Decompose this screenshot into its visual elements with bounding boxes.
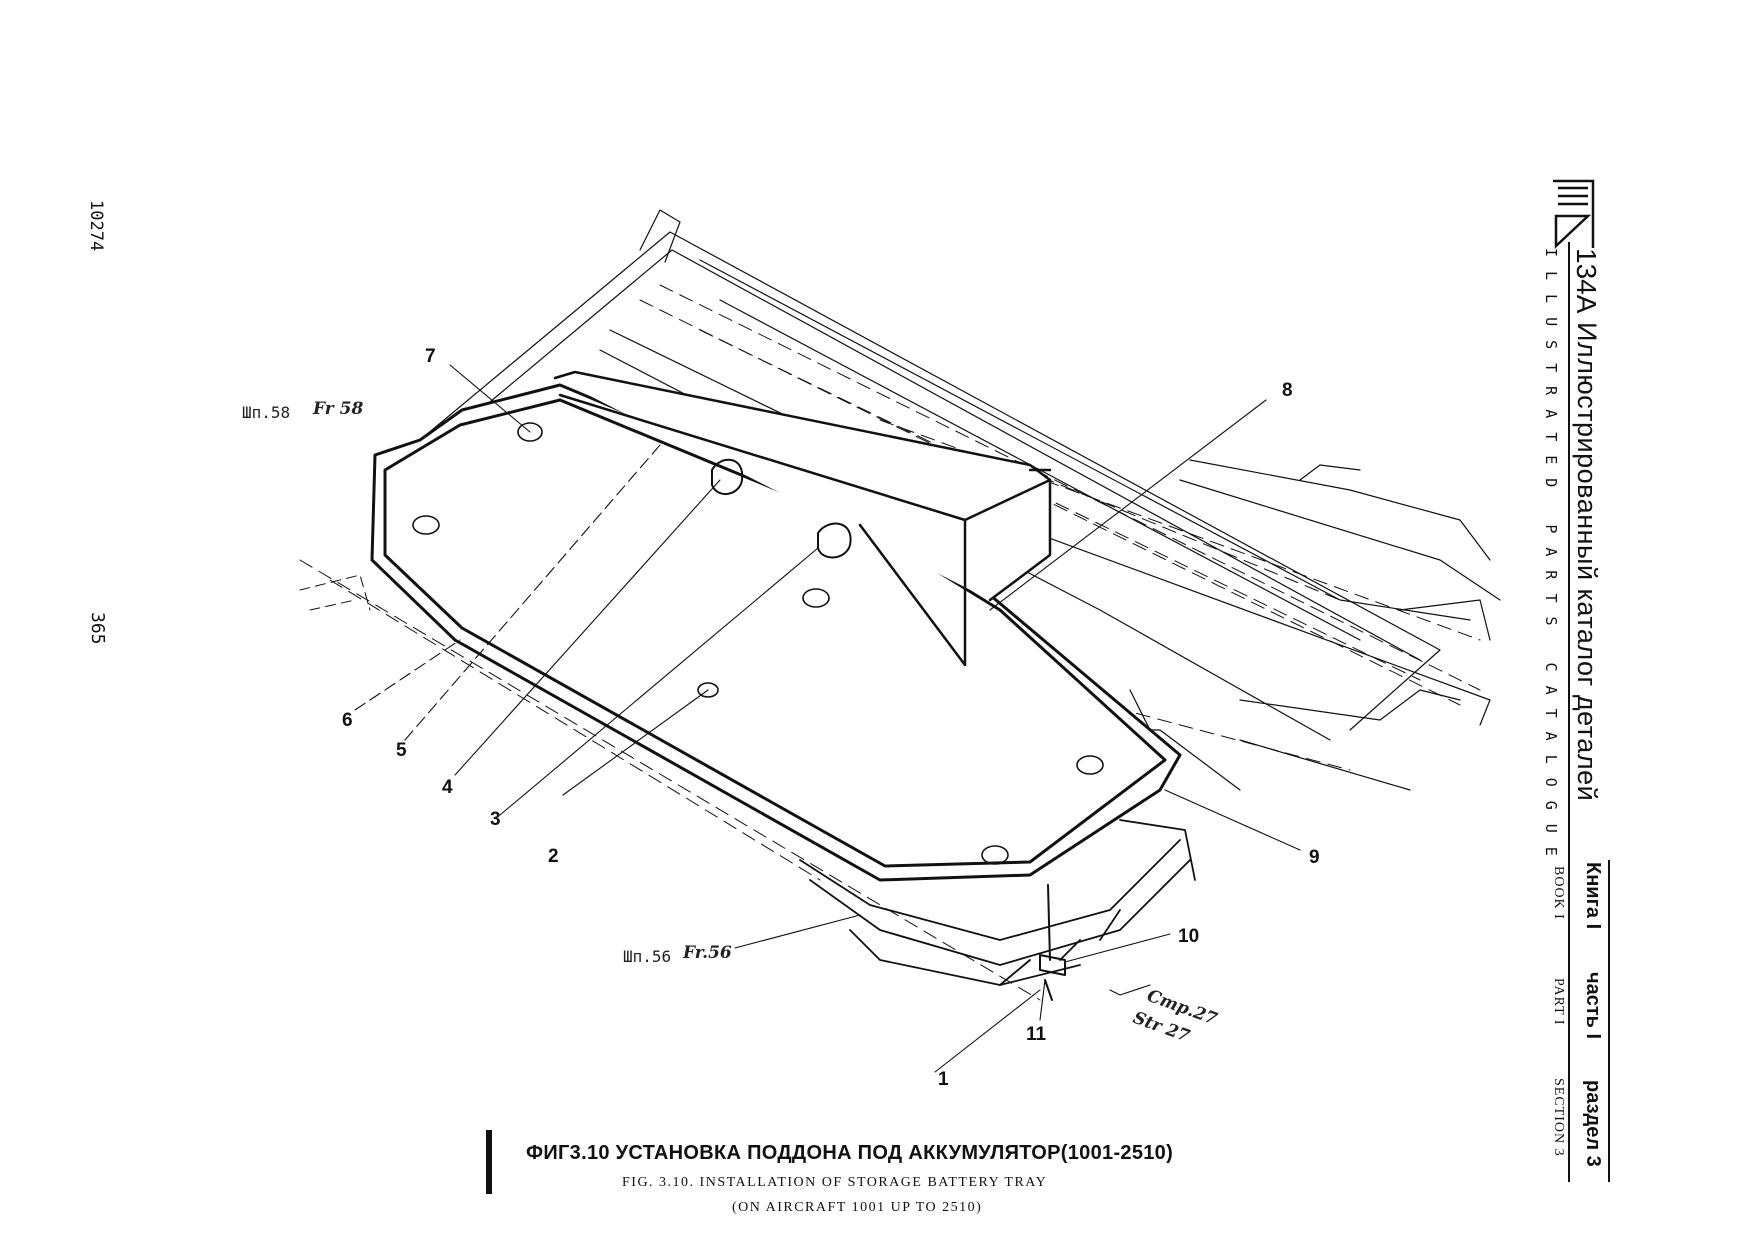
- frame-56-label-ru: Шп.56: [623, 947, 671, 966]
- fastener-assembly: [1039, 884, 1066, 1001]
- callout-6: 6: [342, 710, 353, 731]
- wall-clips: [711, 458, 852, 559]
- callout-11: 11: [1026, 1024, 1047, 1045]
- frame-58-label-en: Fr 58: [312, 399, 363, 419]
- callout-2: 2: [548, 846, 559, 867]
- frame-56-label-en: Fr.56: [682, 943, 732, 963]
- catalog-title-ru: Иллюстрированный каталог деталей: [1572, 322, 1602, 802]
- rear-frame: [799, 819, 1196, 986]
- battery-tray: [370, 383, 1182, 882]
- header-rule: [1568, 242, 1570, 1182]
- figure-caption-ru: ФИГ3.10 УСТАНОВКА ПОДДОНА ПОД АККУМУЛЯТО…: [526, 1142, 1174, 1164]
- part-label-en: PART I: [1551, 978, 1566, 1026]
- callout-1: 1: [938, 1069, 949, 1090]
- header-rule-2: [1608, 860, 1610, 1182]
- section-label-en: SECTION 3: [1551, 1078, 1566, 1157]
- callout-4: 4: [442, 777, 453, 798]
- section-label-ru: раздел 3: [1582, 1080, 1604, 1167]
- callout-7: 7: [425, 346, 436, 367]
- part-label-ru: часть I: [1582, 972, 1604, 1040]
- figure-caption-subtitle: (ON AIRCRAFT 1001 UP TO 2510): [732, 1200, 983, 1215]
- catalog-title-en: ILLUSTRATED PARTS CATALOGUE: [1542, 248, 1560, 870]
- callout-10: 10: [1178, 926, 1199, 947]
- caption-bar: [486, 1130, 492, 1194]
- manufacturer-logo: [1553, 179, 1595, 249]
- book-label-ru: Книга I: [1582, 862, 1604, 930]
- callout-5: 5: [396, 740, 407, 761]
- book-label-en: BOOK I: [1551, 866, 1566, 920]
- callout-3: 3: [490, 809, 501, 830]
- hidden-lines: [299, 284, 1481, 1001]
- frame-58-label-ru: Шп.58: [242, 403, 290, 422]
- aircraft-model: 134A: [1571, 248, 1602, 314]
- tray-holes: [412, 422, 1104, 865]
- leader-lines: [354, 364, 1301, 1073]
- ghost-bracket: [299, 574, 371, 611]
- callout-8: 8: [1282, 380, 1293, 401]
- tray-front-wall: [553, 370, 1052, 667]
- figure-caption-en: FIG. 3.10. INSTALLATION OF STORAGE BATTE…: [622, 1175, 1048, 1190]
- callout-9: 9: [1309, 847, 1320, 868]
